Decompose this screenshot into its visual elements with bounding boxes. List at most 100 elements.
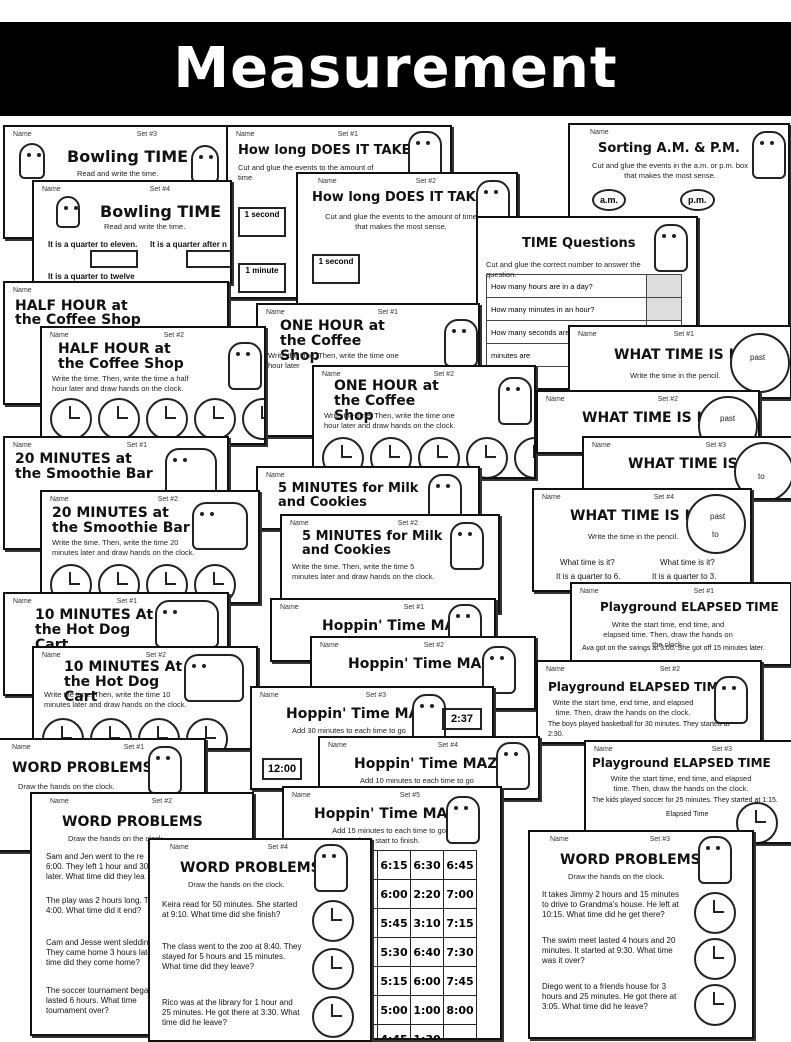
bunny-icon <box>446 796 480 844</box>
name-label: Name <box>550 836 569 843</box>
question: How many hours are in a day? <box>486 274 647 298</box>
name-label: Name <box>50 798 69 805</box>
worksheet-instructions: Add 30 minutes to each time to go <box>292 726 406 735</box>
set-label: Set #4 <box>267 844 288 851</box>
worksheet-instructions: Write the time in the pencil. <box>588 532 679 541</box>
worksheet-instructions: Draw the hands on the clock. <box>18 782 115 791</box>
maze-cell: 2:20 <box>410 879 444 909</box>
set-label: Set #3 <box>136 131 157 138</box>
maze-cell: 6:40 <box>410 937 444 967</box>
name-label: Name <box>542 494 561 501</box>
set-label: Set #1 <box>377 309 398 316</box>
question: The play was 2 hours long. Th 4:00. What… <box>46 896 154 915</box>
worksheet-title: 5 MINUTES for Milk and Cookies <box>302 529 443 558</box>
worksheet-title: Hoppin' Time MAZE <box>354 756 508 772</box>
worksheet-instructions: Write the time. Then, write the time one… <box>324 411 456 430</box>
clock-icon <box>50 398 92 440</box>
maze-cell: 12:00 <box>262 758 302 780</box>
hot-dog-cart-icon <box>155 600 219 648</box>
set-label: Set #2 <box>397 520 418 527</box>
title-banner <box>0 22 791 116</box>
name-label: Name <box>12 744 31 751</box>
maze-cell: 6:00 <box>377 879 411 909</box>
set-label: Set #4 <box>653 494 674 501</box>
worksheet-instructions: Write the time in the pencil. <box>630 371 721 380</box>
am-label: a.m. <box>592 189 627 211</box>
pm-label: p.m. <box>680 189 715 211</box>
clock-diagram: past <box>730 333 790 393</box>
clock-icon <box>312 996 354 1038</box>
worksheet-instructions: Add 10 minutes to each time to go <box>360 776 474 785</box>
worksheet-playground-set1: Name Set #1 Playground ELAPSED TIME Writ… <box>570 582 791 666</box>
set-label: Set #2 <box>163 332 184 339</box>
question: It is a quarter to twelve <box>48 272 135 281</box>
worksheet-instructions: Cut and glue the events to the amount of… <box>238 163 374 182</box>
kid-icon <box>654 224 688 272</box>
name-label: Name <box>546 666 565 673</box>
clock-icon <box>694 984 736 1026</box>
question: Ava got on the swings at 3:00. She got o… <box>582 645 765 652</box>
worksheet-title: ONE HOUR at the Coffee Shop <box>334 378 439 424</box>
worksheet-title: TIME Questions <box>522 236 636 251</box>
kid-icon <box>192 502 248 550</box>
worksheet-title: Hoppin' Time MAZE <box>286 706 440 722</box>
name-label: Name <box>260 692 279 699</box>
set-label: Set #1 <box>673 331 694 338</box>
worksheet-what-time-set1: Name Set #1 WHAT TIME IS IT? Write the t… <box>568 325 791 399</box>
kid-icon <box>698 836 732 884</box>
worksheet-title: WORD PROBLEMS <box>180 860 321 876</box>
kid-icon <box>191 145 219 183</box>
worksheet-instructions: Cut and glue the events to the amount of… <box>325 212 477 231</box>
name-label: Name <box>328 742 347 749</box>
set-label: Set #3 <box>365 692 386 699</box>
question: Cam and Jesse went sledding They came ho… <box>46 938 153 967</box>
maze-cell: 5:30 <box>377 937 411 967</box>
maze-cell: 7:45 <box>443 966 477 996</box>
worksheet-title: WHAT TIME IS IT? <box>614 347 752 363</box>
clock-icon <box>146 398 188 440</box>
worksheet-one-hour-set2: Name Set #2 ONE HOUR at the Coffee Shop … <box>312 365 536 479</box>
worksheet-title: 20 MINUTES at the Smoothie Bar <box>15 451 153 482</box>
worksheet-instructions: Write the time. Then, write the time 10 … <box>44 690 187 709</box>
worksheet-title: 10 MINUTES At the Hot Dog Cart <box>64 659 183 705</box>
set-label: Set #3 <box>711 746 732 753</box>
kid-icon <box>444 319 478 367</box>
worksheet-title: Playground ELAPSED TIME <box>600 600 779 614</box>
worksheet-title: Playground ELAPSED TIME <box>548 680 727 694</box>
worksheet-title: WORD PROBLEMS <box>560 852 701 868</box>
answer: It is a quarter to 3. <box>652 572 717 581</box>
past-label: past <box>720 414 736 423</box>
worksheet-title: Hoppin' Time MAZE <box>314 806 468 822</box>
maze-cell: 6:15 <box>377 850 411 880</box>
kid-icon <box>165 448 217 496</box>
question: The kids played soccer for 25 minutes. T… <box>592 797 778 804</box>
worksheet-title: 20 MINUTES at the Smoothie Bar <box>52 505 190 536</box>
name-label: Name <box>42 186 61 193</box>
name-label: Name <box>290 520 309 527</box>
worksheet-word-problems-set4: Name Set #4 WORD PROBLEMS Draw the hands… <box>148 838 372 1042</box>
bunny-icon <box>496 742 530 790</box>
name-label: Name <box>318 178 337 185</box>
worksheet-title: WORD PROBLEMS <box>62 814 203 830</box>
maze-cell: 3:10 <box>410 908 444 938</box>
maze-cell: 8:00 <box>443 995 477 1025</box>
set-label: Set #2 <box>423 642 444 649</box>
name-label: Name <box>322 371 341 378</box>
worksheet-title: HALF HOUR at the Coffee Shop <box>15 298 141 328</box>
set-label: Set #2 <box>145 652 166 659</box>
maze-cell: 5:15 <box>377 966 411 996</box>
worksheet-half-hour-set2: Name Set #2 HALF HOUR at the Coffee Shop… <box>40 326 266 445</box>
worksheet-word-problems-set3: Name Set #3 WORD PROBLEMS Draw the hands… <box>528 830 754 1039</box>
maze-cell: 2:37 <box>442 708 482 730</box>
kid-icon <box>498 377 532 425</box>
name-label: Name <box>590 129 609 136</box>
worksheet-title: Bowling TIME <box>100 202 222 221</box>
worksheet-title: Bowling TIME <box>67 147 189 166</box>
clock-icon <box>98 398 140 440</box>
name-label: Name <box>13 442 32 449</box>
set-label: Set #3 <box>705 442 726 449</box>
worksheet-title: WHAT TIME IS IT? <box>582 410 720 426</box>
name-label: Name <box>13 131 32 138</box>
set-label: Set #2 <box>151 798 172 805</box>
question: How many minutes in an hour? <box>486 297 647 321</box>
